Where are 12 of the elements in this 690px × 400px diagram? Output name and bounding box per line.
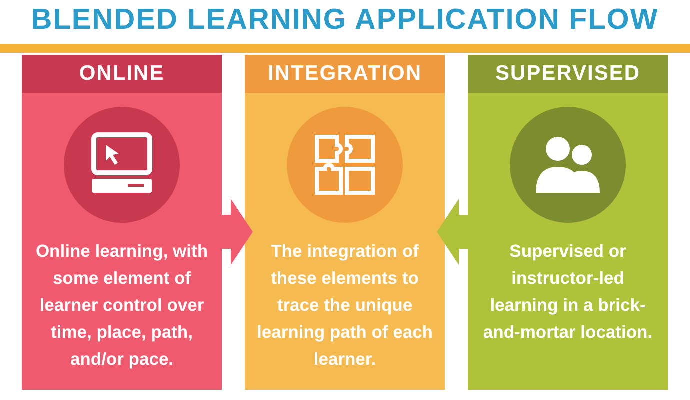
arrow [437,199,468,265]
column-panel [22,55,222,390]
arrow [222,199,253,265]
description-text: Supervised or instructor-led learning in a brick-and-mortar location. [482,240,654,344]
column-header: INTEGRATION [245,55,445,93]
column-header: SUPERVISED [468,55,668,93]
description-text: Online learning, with some element of learner control over time, place, path, and/or pace. [34,240,210,371]
column-panel [468,55,668,390]
description-text: The integration of these elements to trace the unique learning path of each learner. [256,240,434,371]
column-header: ONLINE [22,55,222,93]
diagram-title: BLENDED LEARNING APPLICATION FLOW [30,4,660,37]
column-panel [245,55,445,390]
